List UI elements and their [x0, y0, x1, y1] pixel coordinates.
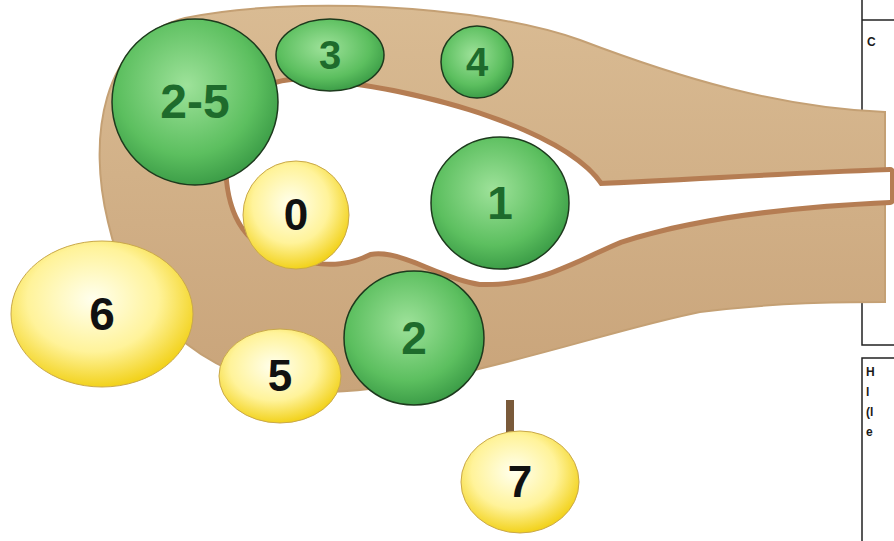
- callout-number: 7: [508, 460, 532, 504]
- tube-lumen-inner: [228, 81, 890, 282]
- callout-number: 2: [401, 315, 427, 361]
- circle-shape: [461, 431, 579, 533]
- table-frame: [862, 358, 894, 541]
- green-circle: 2: [343, 270, 485, 406]
- table-text: l: [866, 386, 869, 398]
- tube-lumen: [228, 81, 890, 282]
- circle-shape: [441, 26, 513, 98]
- yellow-circle: 7: [460, 430, 580, 534]
- circle-shape: [344, 271, 484, 405]
- circle-shape: [11, 241, 193, 387]
- table-rule: [862, 19, 894, 21]
- yellow-circle: 5: [218, 328, 342, 424]
- green-circle: 3: [275, 18, 385, 92]
- callout-number: 0: [284, 193, 308, 237]
- callout-number: 4: [466, 42, 488, 82]
- table-text: H: [866, 366, 875, 378]
- node-stem: [506, 400, 514, 432]
- yellow-circle: 6: [10, 240, 194, 388]
- circle-shape: [276, 19, 384, 91]
- callout-number: 1: [487, 180, 513, 226]
- circle-shape: [112, 19, 278, 185]
- callout-number: 6: [89, 291, 115, 337]
- yellow-circle: 0: [242, 160, 350, 270]
- circle-shape: [243, 161, 349, 269]
- green-circle: 2-5: [111, 18, 279, 186]
- callout-number: 3: [319, 35, 341, 75]
- circle-shape: [431, 137, 569, 269]
- table-text: (l: [866, 406, 873, 418]
- table-text: e: [866, 426, 873, 438]
- green-circle: 4: [440, 25, 514, 99]
- callout-number: 2-5: [160, 78, 229, 126]
- green-circle: 1: [430, 136, 570, 270]
- callout-number: 5: [268, 354, 292, 398]
- table-text: C: [867, 36, 876, 48]
- circle-shape: [219, 329, 341, 423]
